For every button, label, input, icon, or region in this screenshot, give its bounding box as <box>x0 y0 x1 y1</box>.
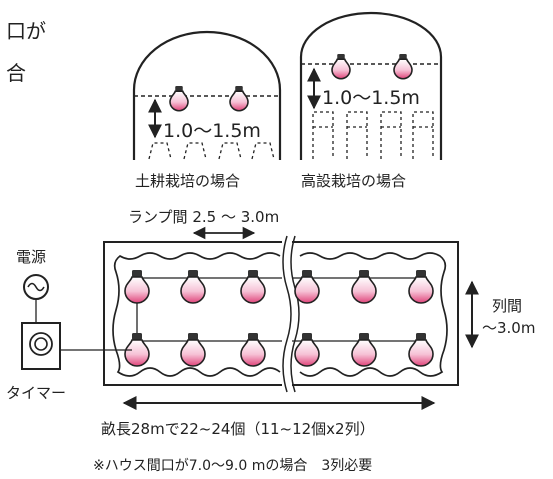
bulb-row1-2 <box>180 270 206 304</box>
soil-greenhouse: 1.0〜1.5m 土耕栽培の場合 <box>132 30 282 190</box>
power-source: 電源 <box>16 248 49 323</box>
bed-plan <box>103 235 459 393</box>
header-fragment-2: 合 <box>6 61 26 85</box>
header-fragment-1: 口が <box>6 19 46 43</box>
hydro-height-label: 1.0〜1.5m <box>322 87 420 109</box>
bulb-row1-5 <box>351 270 377 304</box>
soil-height-label: 1.0〜1.5m <box>163 120 261 142</box>
row-spacing-line1: 列間 <box>492 297 522 315</box>
bulb-row1-1 <box>124 270 150 304</box>
bulb-row1-6 <box>408 270 434 304</box>
soil-caption: 土耕栽培の場合 <box>135 172 240 190</box>
timer-label: タイマー <box>6 384 66 402</box>
timer-device: タイマー <box>6 322 132 402</box>
bulb-row2-2 <box>180 333 206 367</box>
bed-length-label: 畝長28mで22~24個（11~12個x2列） <box>101 420 375 438</box>
bulb-row2-4 <box>294 333 320 367</box>
hydro-caption: 高設栽培の場合 <box>301 172 406 190</box>
footnote: ※ハウス間口が7.0〜9.0 mの場合 3列必要 <box>93 458 372 474</box>
hydro-bench-dashes <box>312 111 434 159</box>
soil-bulb-1 <box>169 86 189 112</box>
bulb-row2-3 <box>240 333 266 367</box>
hydro-bulb-1 <box>331 54 351 80</box>
soil-bulb-2 <box>229 86 249 112</box>
hydro-greenhouse: 1.0〜1.5m 高設栽培の場合 <box>299 11 443 190</box>
bulb-row1-3 <box>240 270 266 304</box>
bulb-row2-5 <box>351 333 377 367</box>
bulb-row2-1 <box>124 333 150 367</box>
lamp-spacing-label: ランプ間 2.5 〜 3.0m <box>128 208 279 226</box>
bulb-row1-4 <box>294 270 320 304</box>
timer-box <box>21 322 61 370</box>
power-label: 電源 <box>16 248 46 266</box>
soil-crop-dashes <box>148 142 275 160</box>
row-spacing-line2: 〜3.0m <box>482 319 535 337</box>
bulb-group <box>124 54 434 367</box>
hydro-bulb-2 <box>393 54 413 80</box>
bulb-row2-6 <box>408 333 434 367</box>
